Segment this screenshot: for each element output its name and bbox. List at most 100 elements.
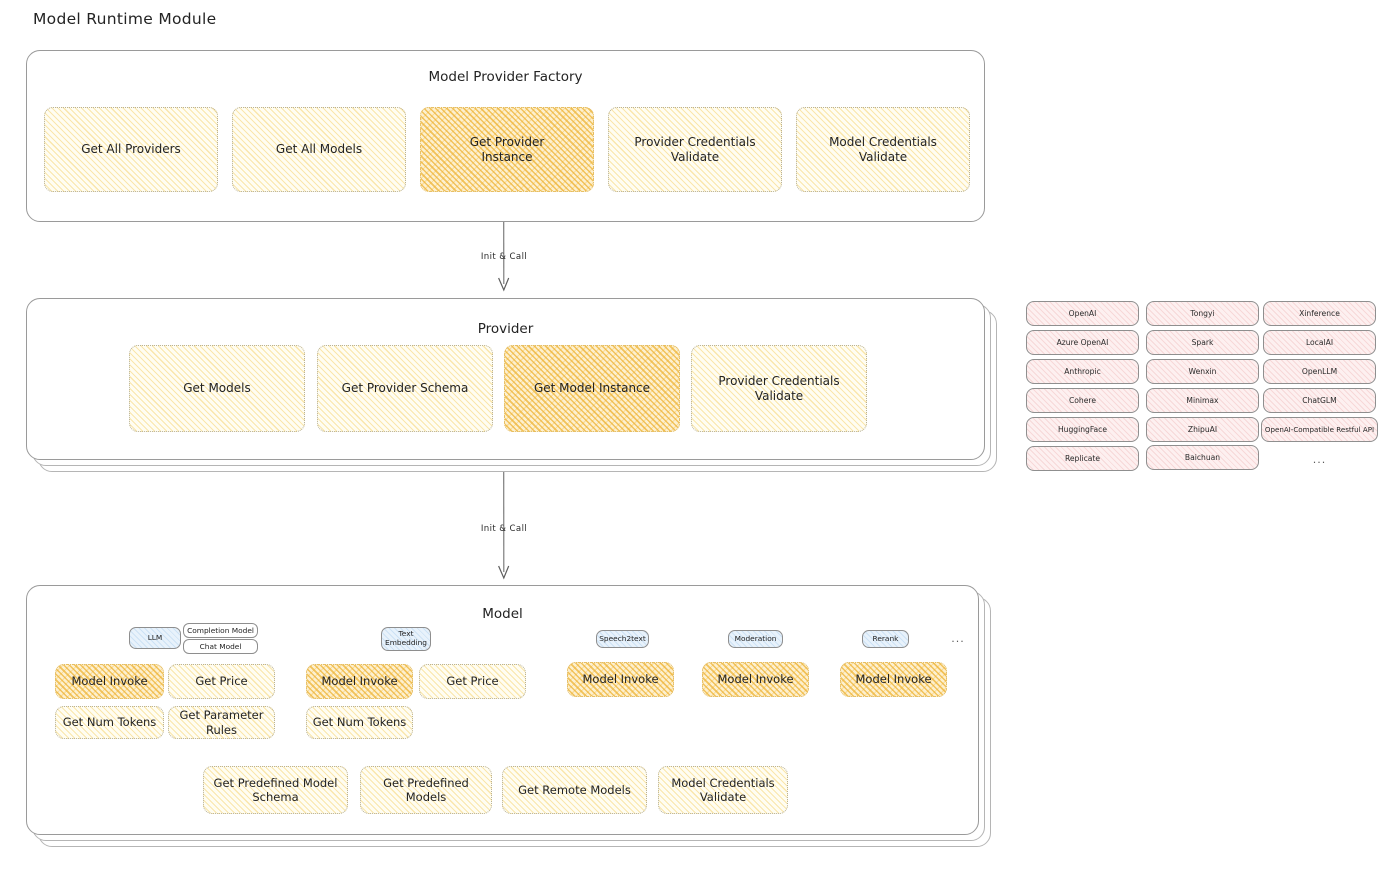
provider-pill-label: Baichuan bbox=[1184, 453, 1221, 462]
provider-pill-anthropic[interactable]: Anthropic bbox=[1026, 359, 1139, 384]
provider-pill-label: OpenAI bbox=[1068, 309, 1097, 318]
moderation-box-model-invoke[interactable]: Model Invoke bbox=[702, 662, 809, 697]
factory-box-get-all-providers[interactable]: Get All Providers bbox=[44, 107, 218, 192]
factory-box-label: Get All Models bbox=[275, 142, 363, 157]
provider-pill-label: ZhipuAI bbox=[1187, 425, 1218, 434]
provider-pill-zhipuai[interactable]: ZhipuAI bbox=[1146, 417, 1259, 442]
provider-box-get-provider-schema[interactable]: Get Provider Schema bbox=[317, 345, 493, 432]
factory-box-get-all-models[interactable]: Get All Models bbox=[232, 107, 406, 192]
provider-pill-tongyi[interactable]: Tongyi bbox=[1146, 301, 1259, 326]
rerank-box-model-invoke[interactable]: Model Invoke bbox=[840, 662, 947, 697]
provider-pill-label: Xinference bbox=[1299, 309, 1340, 318]
model-box-label: Model Invoke bbox=[582, 672, 659, 687]
model-box-label: Get Remote Models bbox=[518, 782, 631, 797]
model-type-badge-text-embedding[interactable]: Text Embedding bbox=[381, 627, 431, 651]
provider-pill-openai[interactable]: OpenAI bbox=[1026, 301, 1139, 326]
provider-pill-label: Wenxin bbox=[1188, 367, 1217, 376]
provider-pill-label: Cohere bbox=[1068, 396, 1097, 405]
model-sub-badge-completion-model[interactable]: Completion Model bbox=[183, 623, 258, 638]
factory-box-model-credentials-validate[interactable]: Model Credentials Validate bbox=[796, 107, 970, 192]
arrow-provider-to-model bbox=[498, 472, 510, 580]
model-box-label: Get Num Tokens bbox=[312, 715, 407, 730]
provider-pill-azure-openai[interactable]: Azure OpenAI bbox=[1026, 330, 1139, 355]
model-groups-more-indicator: ... bbox=[951, 632, 965, 645]
model-type-badge-moderation[interactable]: Moderation bbox=[728, 630, 783, 648]
arrow-label-init-and-call-2: Init & Call bbox=[480, 524, 528, 534]
model-sub-badge-chat-model[interactable]: Chat Model bbox=[183, 639, 258, 654]
model-type-badge-label: Rerank bbox=[872, 633, 899, 643]
provider-pill-chatglm[interactable]: ChatGLM bbox=[1263, 388, 1376, 413]
model-type-badge-label: Moderation bbox=[734, 633, 777, 643]
factory-box-get-provider-instance[interactable]: Get Provider Instance bbox=[420, 107, 594, 192]
factory-box-label: Provider Credentials Validate bbox=[634, 134, 756, 164]
model-box-label: Get Parameter Rules bbox=[179, 708, 264, 737]
model-type-badge-label: Speech2text bbox=[599, 633, 646, 643]
model-box-label: Model Invoke bbox=[717, 672, 794, 687]
section-title-model: Model bbox=[482, 606, 523, 622]
provider-pill-label: ChatGLM bbox=[1302, 396, 1337, 405]
provider-pill-huggingface[interactable]: HuggingFace bbox=[1026, 417, 1139, 442]
provider-box-label: Get Models bbox=[183, 381, 251, 396]
provider-pill-cohere[interactable]: Cohere bbox=[1026, 388, 1139, 413]
model-type-badge-llm[interactable]: LLM bbox=[129, 627, 181, 649]
llm-box-get-parameter-rules[interactable]: Get Parameter Rules bbox=[168, 706, 275, 739]
text-embedding-box-model-invoke[interactable]: Model Invoke bbox=[306, 664, 413, 699]
model-box-label: Model Invoke bbox=[71, 674, 148, 689]
provider-pill-wenxin[interactable]: Wenxin bbox=[1146, 359, 1259, 384]
provider-pill-xinference[interactable]: Xinference bbox=[1263, 301, 1376, 326]
model-common-box-get-remote-models[interactable]: Get Remote Models bbox=[502, 766, 647, 814]
factory-box-label: Get All Providers bbox=[81, 142, 181, 157]
model-box-label: Get Predefined Model Schema bbox=[213, 775, 338, 804]
provider-pill-baichuan[interactable]: Baichuan bbox=[1146, 445, 1259, 470]
provider-box-label: Get Model Instance bbox=[533, 381, 651, 396]
model-sub-badge-label: Chat Model bbox=[199, 642, 242, 651]
model-common-box-get-predefined-model-schema[interactable]: Get Predefined Model Schema bbox=[203, 766, 348, 814]
provider-box-label: Get Provider Schema bbox=[341, 381, 469, 396]
provider-list-more-indicator: ... bbox=[1312, 453, 1327, 466]
provider-pill-label: HuggingFace bbox=[1057, 425, 1108, 434]
provider-pill-spark[interactable]: Spark bbox=[1146, 330, 1259, 355]
provider-pill-replicate[interactable]: Replicate bbox=[1026, 446, 1139, 471]
provider-pill-label: OpenLLM bbox=[1301, 367, 1338, 376]
provider-pill-minimax[interactable]: Minimax bbox=[1146, 388, 1259, 413]
factory-box-label: Model Credentials Validate bbox=[829, 134, 937, 164]
model-box-label: Get Price bbox=[195, 674, 248, 689]
text-embedding-box-get-price[interactable]: Get Price bbox=[419, 664, 526, 699]
model-box-label: Model Credentials Validate bbox=[671, 775, 775, 804]
provider-box-provider-credentials-validate[interactable]: Provider Credentials Validate bbox=[691, 345, 867, 432]
model-box-label: Get Price bbox=[446, 674, 499, 689]
provider-pill-label: Spark bbox=[1191, 338, 1214, 347]
model-box-label: Get Num Tokens bbox=[62, 715, 157, 730]
section-title-factory: Model Provider Factory bbox=[428, 69, 583, 85]
model-type-badge-label: LLM bbox=[147, 632, 163, 642]
provider-box-get-model-instance[interactable]: Get Model Instance bbox=[504, 345, 680, 432]
arrow-label-init-and-call-1: Init & Call bbox=[480, 252, 528, 262]
factory-box-provider-credentials-validate[interactable]: Provider Credentials Validate bbox=[608, 107, 782, 192]
provider-pill-label: Replicate bbox=[1064, 454, 1101, 463]
text-embedding-box-get-num-tokens[interactable]: Get Num Tokens bbox=[306, 706, 413, 739]
model-common-box-model-credentials-validate[interactable]: Model Credentials Validate bbox=[658, 766, 788, 814]
section-title-provider: Provider bbox=[477, 321, 534, 337]
provider-box-get-models[interactable]: Get Models bbox=[129, 345, 305, 432]
speech2text-box-model-invoke[interactable]: Model Invoke bbox=[567, 662, 674, 697]
llm-box-model-invoke[interactable]: Model Invoke bbox=[55, 664, 164, 699]
provider-pill-localai[interactable]: LocalAI bbox=[1263, 330, 1376, 355]
model-box-label: Model Invoke bbox=[321, 674, 398, 689]
model-type-badge-label: Text Embedding bbox=[385, 629, 427, 647]
model-type-badge-rerank[interactable]: Rerank bbox=[862, 630, 909, 648]
provider-pill-label: LocalAI bbox=[1305, 338, 1334, 347]
page-title: Model Runtime Module bbox=[33, 10, 217, 28]
llm-box-get-num-tokens[interactable]: Get Num Tokens bbox=[55, 706, 164, 739]
provider-pill-label: Minimax bbox=[1186, 396, 1219, 405]
provider-pill-label: Anthropic bbox=[1064, 367, 1101, 376]
model-type-badge-speech2text[interactable]: Speech2text bbox=[596, 630, 649, 648]
provider-pill-openllm[interactable]: OpenLLM bbox=[1263, 359, 1376, 384]
provider-pill-label: Tongyi bbox=[1190, 309, 1215, 318]
model-sub-badge-label: Completion Model bbox=[187, 626, 254, 635]
model-box-label: Model Invoke bbox=[855, 672, 932, 687]
llm-box-get-price[interactable]: Get Price bbox=[168, 664, 275, 699]
provider-pill-openai-compatible-restful-api[interactable]: OpenAI-Compatible Restful API bbox=[1261, 417, 1378, 442]
model-common-box-get-predefined-models[interactable]: Get Predefined Models bbox=[360, 766, 492, 814]
provider-pill-label: OpenAI-Compatible Restful API bbox=[1264, 425, 1375, 434]
